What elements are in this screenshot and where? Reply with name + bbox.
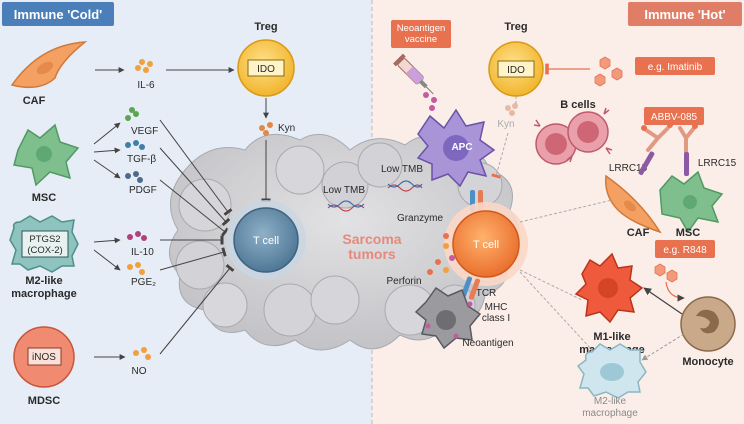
cold-inos-label: iNOS — [32, 352, 56, 363]
cytotoxic-granules — [427, 233, 455, 275]
hot-caf-label: CAF — [627, 227, 650, 239]
cold-header-title: Immune 'Cold' — [14, 7, 103, 22]
monocyte-to-m1-arrow — [643, 287, 683, 315]
hot-dna-icon — [387, 180, 423, 192]
cold-ido-label: IDO — [257, 64, 275, 75]
hot-kyn-dots — [505, 103, 518, 116]
hot-dashed-links — [519, 199, 613, 351]
tcr-label: TCR — [476, 288, 497, 299]
b-cells-label: B cells — [560, 99, 595, 111]
cold-caf-label: CAF — [23, 95, 46, 107]
cold-msc-label: MSC — [32, 192, 57, 204]
cold-tcell-label: T cell — [253, 235, 279, 247]
imatinib-hexagons — [594, 56, 623, 87]
cold-tgfb-label: TGF-β — [127, 154, 156, 165]
cold-kyn-label: Kyn — [278, 123, 295, 134]
hot-msc-label: MSC — [676, 227, 701, 239]
apc-label: APC — [451, 142, 472, 153]
cold-inos-box — [27, 347, 62, 366]
imatinib-label: e.g. Imatinib — [648, 62, 703, 73]
hot-treg-label: Treg — [504, 21, 527, 33]
vaccine-tag — [391, 20, 451, 48]
cold-arrows — [93, 67, 271, 360]
imatinib-tag — [635, 57, 715, 75]
hot-low-tmb-label: Low TMB — [381, 164, 423, 175]
cold-ido-box — [247, 59, 285, 77]
lrrc15-left-label: LRRC15 — [609, 163, 648, 174]
abbv-tag — [644, 107, 704, 125]
cold-ptgs2-box — [21, 230, 69, 258]
cold-factor-dots — [125, 59, 273, 360]
cold-dna-icon — [327, 200, 365, 212]
abbv-label: ABBV-085 — [651, 112, 698, 123]
lrrc15-right-label: LRRC15 — [698, 158, 737, 169]
hot-ido-box — [497, 60, 535, 78]
hot-ido-label: IDO — [507, 65, 525, 76]
neoantigen-dots — [425, 301, 473, 339]
hot-tcell-label: T cell — [473, 239, 499, 251]
cold-mdsc-label: MDSC — [28, 395, 60, 407]
r848-hexagons — [654, 263, 678, 283]
cold-header-tag — [2, 2, 114, 26]
hot-header-tag — [628, 2, 742, 26]
cold-pge2-label: PGE₂ — [131, 277, 156, 288]
cold-tcell — [233, 207, 299, 273]
cold-low-tmb-label: Low TMB — [323, 185, 365, 196]
cold-vegf-label: VEGF — [131, 126, 158, 137]
cold-il6-label: IL-6 — [137, 80, 155, 91]
neoantigen-label: Neoantigen — [462, 338, 513, 349]
lrrc15-receptors — [638, 151, 689, 176]
adc-payloads — [641, 122, 698, 131]
cold-no-label: NO — [132, 366, 147, 377]
antibody-icons — [644, 126, 696, 154]
syringe-icon — [393, 53, 434, 95]
hot-kyn-to-tcell — [491, 132, 509, 179]
b-cells — [533, 107, 613, 165]
r848-tag — [655, 240, 715, 258]
monocyte-to-m2-arrow — [641, 333, 685, 361]
cold-ptgs2-label: PTGS2(COX-2) — [27, 234, 62, 256]
cold-il10-label: IL-10 — [131, 247, 154, 258]
hot-header-title: Immune 'Hot' — [644, 7, 725, 22]
monocyte-cell — [680, 296, 736, 352]
perforin-label: Perforin — [386, 276, 421, 287]
cold-pdgf-label: PDGF — [129, 185, 157, 196]
monocyte-label: Monocyte — [682, 356, 733, 368]
cold-treg-label: Treg — [254, 21, 277, 33]
hot-tcell — [452, 210, 520, 278]
r848-arrow — [665, 281, 685, 302]
vaccine-dots — [423, 92, 437, 111]
r848-label: e.g. R848 — [663, 245, 707, 256]
granzyme-label: Granzyme — [397, 213, 444, 224]
hot-kyn-label: Kyn — [497, 119, 514, 130]
